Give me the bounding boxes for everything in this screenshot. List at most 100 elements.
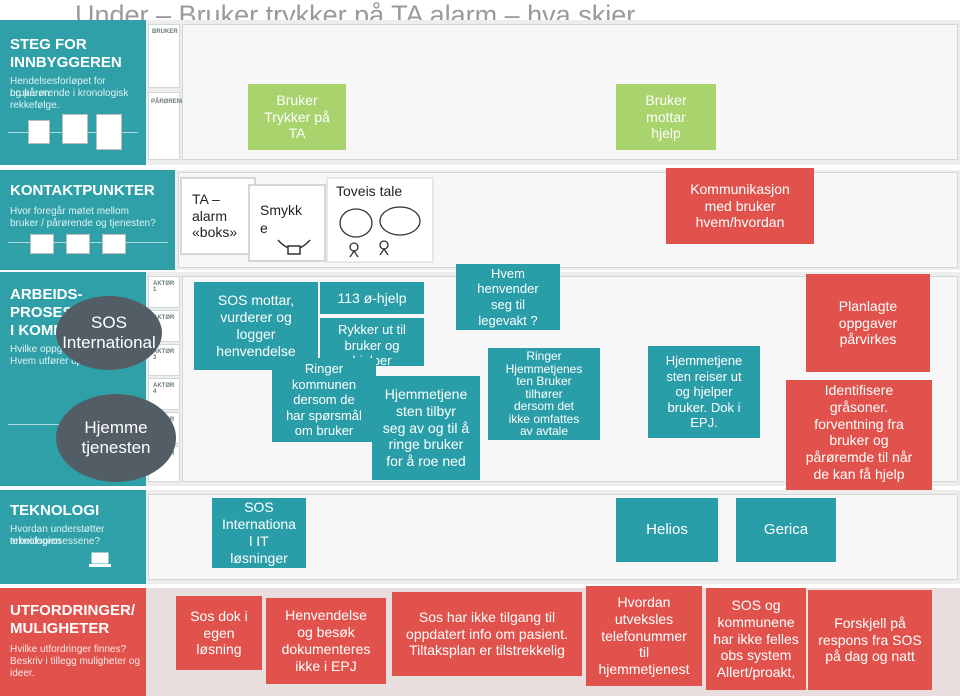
- steg-sub-2: og pårørende i kronologisk: [10, 88, 129, 99]
- box-sos-mottar-line3: logger: [236, 326, 276, 342]
- box-rykker-line2: bruker og: [344, 337, 400, 353]
- utfordringer-header: UTFORDRINGER/ MULIGHETER Hvilke utfordri…: [0, 588, 146, 696]
- box-rykker-line1: Rykker ut til: [338, 322, 406, 337]
- oval-hjemme-line2: tjenesten: [81, 438, 151, 457]
- lane-bruker-label: BRUKER: [152, 29, 178, 35]
- box-henvendelse-line2: og besøk: [297, 624, 355, 641]
- oval-sos-line2: International: [62, 333, 156, 352]
- box-ringer-hjemmetjenesten: Ringer Hjemmetjenes ten Bruker tilhører …: [488, 348, 600, 440]
- arbeid-sub-1: Hvilke oppg: [10, 344, 63, 355]
- laptop-icon: [89, 552, 111, 567]
- talking-people-icon: [339, 206, 421, 258]
- box-kommunikasjon-line2: med bruker: [704, 197, 776, 214]
- box-hvordan-line3: telefonummer: [601, 627, 687, 644]
- lane-parorende: PÅRØRENDE: [148, 92, 189, 160]
- box-ringer-hj-line1: Ringer: [526, 348, 562, 363]
- box-identifisere-line2: gråsoner.: [829, 398, 889, 415]
- box-ringer-kommunen: Ringer kommunen dersom de har spørsmål o…: [272, 358, 376, 442]
- oval-sos-line1: SOS: [91, 313, 127, 333]
- box-forskjell-respons: Forskjell på respons fra SOS på dag og n…: [808, 590, 932, 690]
- box-bruker-trykker-line1: Bruker: [276, 91, 318, 108]
- box-hvordan-line2: utveksles: [614, 610, 674, 627]
- box-ikke-tilgang-line1: Sos har ikke tilgang til: [418, 608, 556, 625]
- box-forskjell-line2: respons fra SOS: [818, 631, 922, 648]
- box-ringer-hj-line3: ten Bruker: [516, 374, 572, 389]
- utfordringer-sub-1: Hvilke utfordringer finnes?: [10, 644, 127, 655]
- oval-hjemmetjenesten: Hjemme tjenesten: [56, 394, 176, 482]
- box-reiser-line2: sten reiser ut: [666, 368, 742, 384]
- lane-aktor-4-label: AKTØR 4: [153, 383, 175, 395]
- box-identifisere-line6: de kan få hjelp: [813, 465, 905, 482]
- box-ringer-kommunen-line4: har spørsmål: [286, 407, 362, 423]
- box-kommunikasjon: Kommunikasjon med bruker hvem/hvordan: [666, 168, 814, 244]
- box-sos-kommunene-line5: Allert/proakt,: [716, 664, 796, 681]
- box-sos-it-line2: Internationa: [222, 516, 296, 533]
- kontakt-mini-box-3: [102, 234, 126, 254]
- box-henvendelse-epj: Henvendelse og besøk dokumenteres ikke i…: [266, 598, 386, 684]
- utfordringer-title-2: MULIGHETER: [10, 620, 110, 637]
- box-ta-alarm-line2: alarm: [192, 207, 228, 224]
- box-sos-it-line1: SOS: [244, 499, 274, 516]
- box-reiser-line1: Hjemmetjene: [665, 353, 743, 369]
- steg-header: STEG FOR INNBYGGEREN Hendelsesforløpet f…: [0, 20, 146, 165]
- box-ringer-hj-line4: tilhører: [525, 386, 563, 401]
- lane-parorende-label: PÅRØRENDE: [151, 99, 190, 105]
- box-sos-kommunene-line1: SOS og: [731, 597, 781, 613]
- box-identifisere-line1: Identifisere: [824, 382, 894, 398]
- box-sos-kommunene-line3: har ikke felles: [713, 630, 799, 647]
- box-sos-dok-line2: egen: [203, 624, 235, 641]
- steg-sub-3: rekkefølge.: [10, 100, 60, 111]
- pendant-icon: [277, 239, 311, 255]
- box-smykke: Smykk e: [248, 184, 326, 262]
- box-reiser-line5: EPJ.: [690, 415, 718, 431]
- box-toveis-tale-label: Toveis tale: [336, 183, 403, 199]
- box-bruker-mottar-line3: hjelp: [651, 125, 681, 142]
- box-bruker-mottar-line2: mottar: [646, 108, 686, 125]
- box-kommunikasjon-line1: Kommunikasjon: [690, 180, 790, 197]
- box-hvem-henvender: Hvem henvender seg til legevakt ?: [456, 264, 560, 330]
- box-forskjell-line3: på dag og natt: [825, 648, 915, 665]
- arbeid-title-1: ARBEIDS-: [10, 286, 83, 303]
- box-sos-dok-line3: løsning: [196, 641, 242, 658]
- box-sos-mottar: SOS mottar, vurderer og logger henvendel…: [194, 282, 318, 370]
- box-ringer-kommunen-line3: dersom de: [293, 392, 355, 408]
- box-sos-kommunene-line2: kommunene: [717, 613, 795, 630]
- box-identifisere-line3: forventning fra: [814, 415, 904, 432]
- lane-bruker: BRUKER: [148, 24, 180, 88]
- box-sos-og-kommunene: SOS og kommunene har ikke felles obs sys…: [706, 588, 806, 690]
- box-ta-alarm-line3: «boks»: [192, 224, 238, 241]
- utfordringer-sub-2: Beskriv i tillegg muligheter og ideer.: [10, 656, 141, 679]
- box-identifisere-line4: bruker og: [829, 432, 889, 449]
- box-henvendelse-line1: Henvendelse: [285, 607, 367, 624]
- box-planlagte-line1: Planlagte: [838, 297, 898, 314]
- kontakt-title: KONTAKTPUNKTER: [10, 182, 155, 199]
- box-gerica-label: Gerica: [763, 521, 809, 538]
- box-sos-it-line3: l IT: [249, 533, 269, 549]
- oval-sos-international: SOS International: [56, 296, 162, 370]
- box-forskjell-line1: Forskjell på: [834, 614, 906, 631]
- lane-aktor-1-label: AKTØR 1: [153, 281, 175, 293]
- box-henvendelse-line3: dokumenteres: [281, 641, 371, 657]
- box-reiser-line4: bruker. Dok i: [667, 399, 741, 415]
- box-sos-it-losninger: SOS Internationa l IT løsninger: [212, 498, 306, 568]
- box-planlagte-line3: pårvirkes: [839, 331, 897, 348]
- box-sos-mottar-line2: vurderer og: [220, 309, 292, 326]
- steg-title-2: INNBYGGEREN: [10, 54, 122, 71]
- box-bruker-trykker: Bruker Trykker på TA: [248, 84, 346, 150]
- box-helios: Helios: [616, 498, 718, 562]
- steg-title-1: STEG FOR: [10, 36, 87, 53]
- box-bruker-trykker-line3: TA: [288, 125, 306, 142]
- box-sos-mottar-line4: henvendelse: [216, 342, 296, 359]
- box-reiser-line3: og hjelper: [675, 384, 733, 400]
- box-ringer-hj-line6: ikke omfattes: [508, 411, 580, 426]
- box-ringer-kommunen-line1: Ringer: [304, 361, 344, 377]
- box-hvem-line2: henvender: [477, 281, 539, 297]
- box-bruker-mottar: Bruker mottar hjelp: [616, 84, 716, 150]
- box-bruker-trykker-line2: Trykker på: [264, 108, 330, 125]
- box-toveis-tale: Toveis tale: [326, 177, 434, 263]
- teknologi-sub-1: Hvordan understøtter teknologien: [10, 524, 105, 547]
- steg-mini-box-1: [28, 120, 50, 144]
- box-hvem-line3: seg til: [491, 297, 525, 312]
- kontakt-sub-2: bruker / pårørende og tjenesten?: [10, 218, 156, 229]
- box-sos-mottar-line1: SOS mottar,: [217, 292, 295, 309]
